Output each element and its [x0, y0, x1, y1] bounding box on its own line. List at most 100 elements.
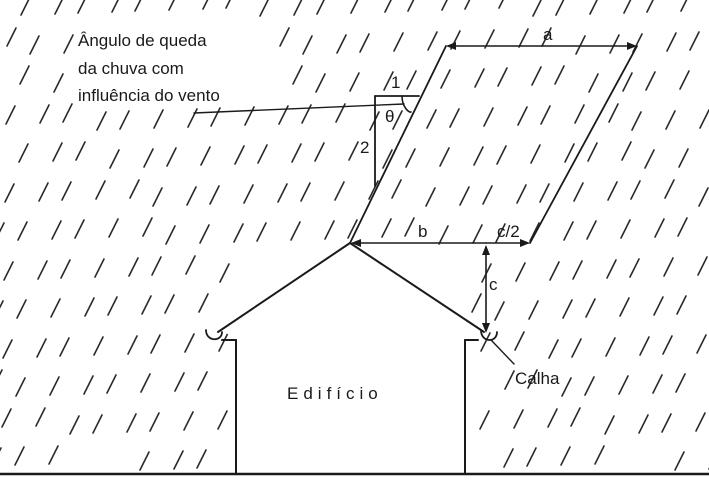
rain-streak — [495, 223, 506, 243]
rain-streak — [3, 261, 14, 281]
rain-streak — [129, 179, 140, 199]
rain-streak — [515, 262, 526, 282]
label-one: 1 — [391, 73, 400, 92]
rain-streak — [441, 0, 448, 11]
rain-streak — [244, 106, 255, 126]
rain-streak — [473, 146, 484, 166]
label-c: c — [489, 275, 498, 294]
rain-streak — [531, 66, 542, 86]
rain-streak — [150, 334, 161, 354]
rain-streak — [69, 415, 80, 435]
rain-streak — [639, 336, 650, 356]
rain-streak — [324, 220, 335, 240]
rain-streak — [349, 72, 360, 92]
dimension-c-arrow-top — [482, 245, 490, 255]
rain-streak — [618, 375, 629, 395]
rain-streak — [676, 295, 687, 315]
rain-streak — [620, 219, 631, 239]
rain-streak — [142, 217, 153, 237]
rain-streak — [586, 220, 597, 240]
rain-streak — [20, 0, 30, 16]
rain-streak — [619, 297, 630, 317]
rain-streak — [16, 299, 27, 319]
rain-streak — [439, 147, 450, 167]
rain-streak — [0, 447, 2, 452]
rain-streak — [560, 446, 571, 466]
rain-streak — [54, 0, 63, 15]
dimension-a-arrow-right — [627, 42, 637, 50]
rain-streak — [186, 186, 197, 206]
caption-leader-line — [193, 103, 405, 114]
rain-streak — [314, 142, 325, 162]
rain-streak — [183, 411, 194, 431]
rain-streak — [539, 183, 550, 203]
rain-streak — [166, 147, 177, 167]
rain-streak — [257, 144, 268, 164]
rain-streak — [17, 221, 28, 241]
rain-streak — [165, 225, 176, 245]
rain-streak — [119, 110, 130, 130]
rain-streak — [589, 0, 598, 15]
rain-streak — [83, 375, 94, 395]
rain-streak — [393, 32, 404, 52]
rain-streak — [36, 338, 47, 358]
rain-streak — [697, 256, 708, 276]
rain-streak — [59, 337, 70, 357]
rain-streak — [39, 104, 50, 124]
rain-streak — [197, 371, 208, 391]
rain-streak — [630, 180, 641, 200]
rain-streak — [662, 335, 673, 355]
rain-streak — [384, 0, 392, 13]
gutter-leader-line — [491, 340, 515, 365]
rain-streak — [675, 373, 686, 393]
rain-streak — [604, 415, 615, 435]
rain-streak — [35, 407, 46, 427]
dimension-c-half-arrow-right — [520, 239, 530, 247]
rain-streak — [0, 369, 3, 376]
rain-streak — [638, 414, 649, 434]
rain-band-left-edge — [349, 45, 447, 244]
rain-streak — [547, 408, 558, 428]
rain-streak — [63, 34, 74, 54]
rain-streak — [143, 148, 154, 168]
rain-streak — [37, 260, 48, 280]
rain-streak — [93, 336, 104, 356]
rain-streak — [350, 0, 359, 14]
rain-streak — [111, 0, 119, 13]
rain-streak — [607, 181, 618, 201]
rain-streak — [646, 0, 654, 13]
rain-streak — [663, 257, 674, 277]
rain-streak — [480, 332, 491, 352]
rain-streak — [527, 369, 538, 389]
rain-streak — [141, 295, 152, 315]
rain-streak — [95, 180, 106, 200]
rain-streak — [584, 376, 595, 396]
rain-streak — [528, 300, 539, 320]
rain-streak — [623, 0, 632, 14]
rain-streak — [302, 35, 313, 55]
rain-streak — [665, 110, 676, 130]
rain-streak — [149, 412, 160, 432]
rain-streak — [199, 224, 210, 244]
rain-streak — [622, 72, 633, 92]
rain-streak — [2, 339, 13, 359]
rain-streak — [459, 186, 470, 206]
rain-streak — [605, 337, 616, 357]
rain-streak — [518, 28, 529, 48]
right-gutter-icon — [480, 329, 498, 341]
rain-streak — [210, 107, 221, 127]
rain-streak — [48, 445, 59, 465]
rain-streak — [575, 35, 586, 55]
rain-streak — [474, 68, 485, 88]
rain-streak — [60, 259, 71, 279]
label-a: a — [543, 25, 553, 44]
rain-streak — [426, 109, 437, 129]
rain-streak — [107, 296, 118, 316]
rain-streak — [391, 179, 402, 199]
caption-line-2: da chuva com — [78, 59, 184, 78]
rain-streak — [279, 27, 290, 47]
rain-streak — [140, 373, 151, 393]
rain-streak — [652, 374, 663, 394]
rain-streak — [168, 0, 175, 11]
rain-streak — [504, 370, 515, 390]
